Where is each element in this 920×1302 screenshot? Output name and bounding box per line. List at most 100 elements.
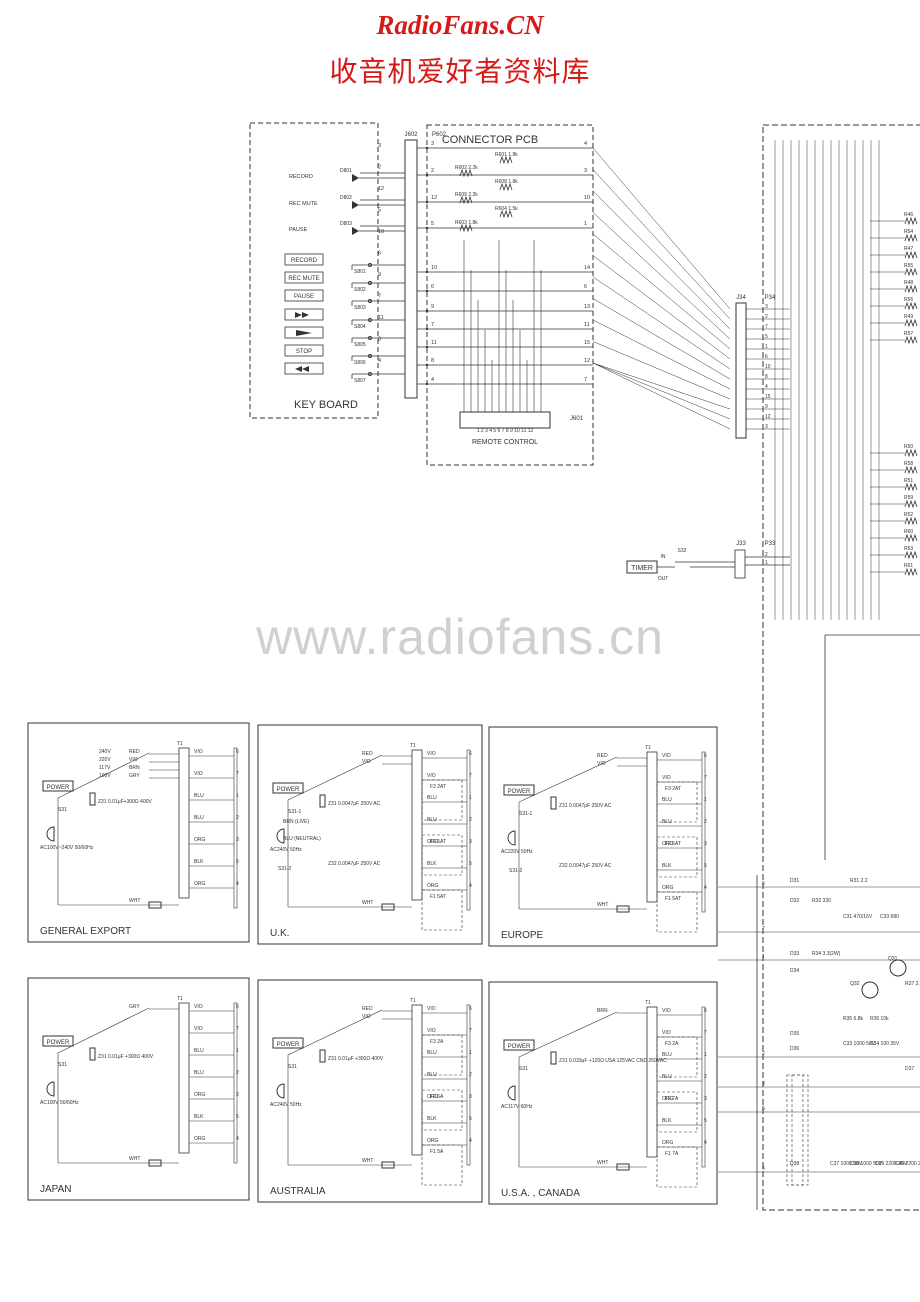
primary-wire-label: RED: [362, 751, 373, 757]
pcb-node: [425, 289, 429, 293]
fuse-block: [421, 1144, 463, 1186]
power-label-box: [503, 784, 535, 796]
pin-number: 3: [378, 143, 381, 149]
variant-title: U.S.A. , CANADA: [501, 1188, 580, 1199]
bottom-wire-label: WHT: [597, 1160, 608, 1166]
transformer-core: [178, 1002, 190, 1154]
psu-component-label: C40 2200 25V: [895, 1161, 920, 1167]
jack-p602: P602: [432, 132, 447, 138]
fuse-label: F3 2A: [430, 1039, 444, 1045]
jack-p34: P34: [765, 295, 776, 301]
psu-component-label: D32: [790, 898, 799, 904]
secondary-wire-label: BLU: [194, 815, 204, 821]
fast-forward-icon: [295, 312, 302, 318]
secondary-pin: 1: [236, 1048, 239, 1054]
transistor-q32-icon: [861, 981, 879, 999]
wire: [592, 147, 731, 310]
resistor-label: R608 1.8k: [495, 179, 518, 185]
bottom-wire-label: WHT: [597, 902, 608, 908]
pcb-node: [425, 363, 429, 367]
secondary-wire-label: VIO: [194, 771, 203, 777]
secondary-wire-label: ORG: [662, 1096, 674, 1102]
pcb-right-pin: 12: [584, 358, 590, 364]
psu-pin: 3: [762, 1081, 765, 1087]
pcb-right-pin: 10: [584, 195, 590, 201]
timer-label: TIMER: [631, 565, 653, 572]
secondary-wire-label: VIO: [662, 1030, 671, 1036]
pcb-left-pin: 9: [431, 304, 434, 310]
switch-ref: S804: [354, 324, 366, 330]
primary-wire-label: BRN: [129, 765, 140, 771]
fuse-block: [421, 1034, 463, 1076]
secondary-wire-label: VIO: [427, 773, 436, 779]
fuse-block: [656, 891, 698, 933]
secondary-pin: 7: [236, 1026, 239, 1032]
pcb-node: [425, 200, 429, 204]
secondary-wire-label: ORG: [194, 1092, 206, 1098]
cap-label: Z31 0.0047μF 250V AC: [328, 801, 381, 807]
main-resistor-label: R56: [904, 297, 913, 303]
main-board-resistors: R46R54R47R55R48R56R49R57R50R58R51R59R52R…: [824, 212, 920, 860]
primary-wire-label: VIO: [362, 759, 371, 765]
timer-out: OUT: [658, 576, 669, 582]
secondary-wire-label: ORG: [662, 885, 674, 891]
pcb-left-pin: 3: [431, 141, 434, 147]
pcb-left-pin: 8: [431, 358, 434, 364]
main-resistor-label: R55: [904, 263, 913, 269]
wire: [592, 233, 731, 350]
pin-number: 5: [378, 208, 381, 214]
secondary-wire-label: BLU: [662, 1052, 672, 1058]
tap-label: 220V: [99, 757, 111, 763]
secondary-wire-label: BLK: [662, 863, 672, 869]
p34-pin: 12: [765, 414, 771, 420]
plug-icon: [46, 826, 55, 842]
secondary-wire-label: BLU: [662, 1074, 672, 1080]
psu-component-label: D36: [790, 1046, 799, 1052]
tap-label: 100V: [99, 773, 111, 779]
secondary-wire-label: BLU: [662, 797, 672, 803]
main-resistor-label: R49: [904, 314, 913, 320]
secondary-pin: 4: [469, 883, 472, 889]
resistor-symbol: [904, 567, 918, 577]
secondary-wire-label: BLK: [662, 1118, 672, 1124]
ac-label: AC240V 50Hz: [270, 1102, 302, 1108]
wire: [592, 362, 731, 420]
fuse-block: [656, 781, 698, 823]
resistor-symbol: [904, 318, 918, 328]
cap-label: Z31 0.01μF +300Ω 400V: [328, 1056, 384, 1062]
switch-label: S31: [58, 807, 67, 813]
secondary-pin: 4: [236, 881, 239, 887]
cap-label: Z31 0.01μF +300Ω 400V: [98, 1054, 154, 1060]
pcb-node: [425, 173, 429, 177]
psu-component-label: C33 680: [880, 914, 899, 920]
wire: [287, 1009, 383, 1056]
switch-ref: S807: [354, 378, 366, 384]
variant-border: [257, 979, 483, 1203]
pcb-node: [425, 345, 429, 349]
main-resistor-label: R61: [904, 563, 913, 569]
psu-component-label: R34 3.3(2W): [812, 951, 841, 957]
secondary-pin: 5: [236, 859, 239, 865]
resistor-symbol: [904, 250, 918, 260]
jack-j34: J34: [736, 295, 746, 301]
variant-title: AUSTRALIA: [270, 1186, 326, 1197]
cap2-label: Z32 0.0047μF 250V AC: [559, 863, 612, 869]
secondary-pin: 2: [236, 815, 239, 821]
primary-wire-label: BRN: [597, 1008, 608, 1014]
secondary-wire-label: VIO: [662, 775, 671, 781]
secondary-wire-label: ORG: [427, 883, 439, 889]
resistor-label: R601 1.8k: [495, 152, 518, 158]
switch-ref: S803: [354, 305, 366, 311]
power-label-box: [42, 780, 74, 792]
fuse-symbol: [381, 903, 395, 911]
pcb-left-pin: 2: [431, 168, 434, 174]
secondary-wire-label: BLK: [427, 1116, 437, 1122]
pin-number: 4: [378, 358, 381, 364]
variant-border: [27, 722, 250, 943]
